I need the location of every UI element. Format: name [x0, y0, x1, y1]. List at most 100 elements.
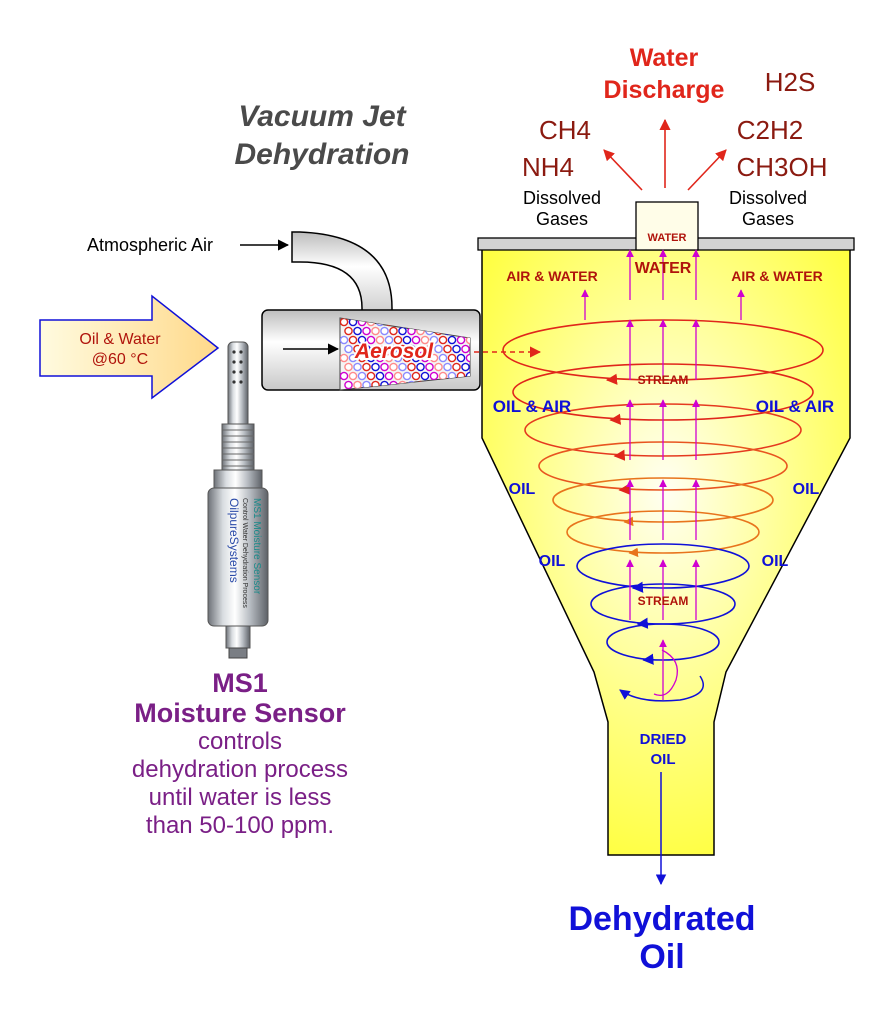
aerosol-droplet — [375, 353, 385, 363]
aerosol-droplet — [348, 335, 358, 345]
aerosol-droplet — [434, 362, 443, 372]
aerosol-droplet — [434, 344, 443, 354]
oil-water-line2: @60 °C — [92, 351, 148, 368]
stream-lower-label: STREAM — [638, 594, 689, 608]
aerosol-droplet — [389, 362, 398, 372]
aerosol-droplet — [375, 335, 385, 345]
aerosol-droplet — [362, 344, 371, 354]
air-water-left-label: AIR & WATER — [506, 268, 598, 284]
aerosol-droplet — [393, 335, 403, 345]
ms1-caption: MS1 Moisture Sensor controls dehydration… — [90, 668, 390, 840]
aerosol-droplet — [447, 353, 457, 363]
oil-air-right-label: OIL & AIR — [756, 397, 834, 416]
aerosol-droplet — [438, 335, 448, 345]
dehydrated-oil-line1: Dehydrated — [568, 900, 755, 938]
oil-right-upper-label: OIL — [793, 481, 820, 498]
aerosol-droplet — [357, 335, 367, 345]
diagram-title-line2: Dehydration — [234, 138, 409, 171]
aerosol-droplet — [393, 353, 403, 363]
aerosol-droplet — [402, 335, 412, 345]
aerosol-droplet — [425, 344, 434, 354]
ms1-caption-title-line2: Moisture Sensor — [134, 698, 346, 728]
dissolved-gases-left-line1: Dissolved — [523, 188, 601, 208]
separator-vessel — [477, 201, 855, 856]
aerosol-label: Aerosol — [354, 340, 434, 363]
aerosol-droplet — [375, 371, 385, 381]
aerosol-droplet — [393, 371, 403, 381]
oil-water-input-arrow — [39, 294, 220, 400]
gas-label-nh4: NH4 — [522, 152, 574, 182]
oil-left-upper-label: OIL — [509, 481, 536, 498]
sensor-body-text-1: MS1 Moisture Sensor — [251, 498, 262, 595]
aerosol-droplet — [344, 326, 353, 336]
aerosol-droplet — [398, 344, 407, 354]
aerosol-droplet — [384, 353, 394, 363]
aerosol-droplet — [416, 362, 425, 372]
aerosol-droplet — [353, 326, 362, 336]
aerosol-droplet — [366, 353, 376, 363]
aerosol-droplet — [357, 353, 367, 363]
stream-upper-label: STREAM — [638, 373, 689, 387]
dried-oil-line1: DRIED — [640, 731, 687, 748]
sensor-body-text-2: Control Water Dehydration Process — [241, 498, 248, 608]
aerosol-droplet — [371, 326, 380, 336]
aerosol-droplet — [353, 380, 362, 390]
dissolved-gases-right-line2: Gases — [742, 209, 794, 229]
aerosol-droplet — [420, 371, 430, 381]
aerosol-droplet — [340, 371, 349, 381]
oil-left-lower-label: OIL — [539, 553, 566, 570]
aerosol-droplet — [389, 344, 398, 354]
aerosol-droplet — [366, 371, 376, 381]
ms1-caption-line: dehydration process — [131, 756, 349, 783]
aerosol-droplet — [402, 371, 412, 381]
aerosol-droplet — [344, 344, 353, 354]
aerosol-droplet — [380, 362, 389, 372]
water-outlet-neck — [635, 201, 699, 251]
aerosol-droplet — [398, 362, 407, 372]
aerosol-droplet — [411, 371, 421, 381]
aerosol-droplet — [407, 344, 416, 354]
aerosol-droplet — [461, 362, 470, 372]
gas-label-ch4: CH4 — [539, 115, 591, 145]
diagram-title-line1: Vacuum Jet — [238, 100, 407, 133]
ms1-caption-line: until water is less — [148, 784, 332, 811]
aerosol-droplet — [443, 362, 452, 372]
oil-water-line1: Oil & Water — [79, 331, 161, 348]
aerosol-droplet — [452, 362, 461, 372]
vessel-water-label: WATER — [635, 260, 692, 277]
aerosol-droplet — [438, 371, 448, 381]
aerosol-droplet — [362, 326, 371, 336]
aerosol-droplet — [380, 326, 389, 336]
aerosol-droplet — [384, 335, 394, 345]
aerosol-droplet — [461, 344, 470, 354]
aerosol-droplet — [362, 362, 371, 372]
gas-label-h2s: H2S — [765, 67, 816, 97]
aerosol-droplet — [353, 344, 362, 354]
dehydrated-oil-line2: Oil — [639, 938, 684, 976]
oil-air-left-label: OIL & AIR — [493, 397, 571, 416]
discharge-arrow-right — [687, 149, 727, 191]
aerosol-droplet — [447, 335, 457, 345]
aerosol-droplet — [366, 335, 376, 345]
aerosol-droplet — [416, 344, 425, 354]
aerosol-droplet — [384, 371, 394, 381]
water-discharge-line2: Discharge — [604, 76, 725, 104]
rising-water-vapor-arrows — [581, 249, 745, 700]
aerosol-droplet — [344, 362, 353, 372]
gas-label-c2h2: C2H2 — [737, 115, 803, 145]
ms1-moisture-sensor: MS1 Moisture Sensor Control Water Dehydr… — [207, 341, 269, 659]
air-water-right-label: AIR & WATER — [731, 268, 823, 284]
aerosol-droplet — [348, 371, 358, 381]
aerosol-droplet — [398, 326, 407, 336]
center-blue-spiral — [619, 675, 704, 702]
aerosol-droplet — [456, 353, 466, 363]
oil-right-lower-label: OIL — [762, 553, 789, 570]
air-intake-pipe — [291, 231, 393, 319]
central-spiral-path — [653, 649, 679, 697]
dissolved-gases-right-line1: Dissolved — [729, 188, 807, 208]
aerosol-droplet — [420, 353, 430, 363]
aerosol-droplet — [420, 335, 430, 345]
aerosol-droplet — [411, 335, 421, 345]
dried-oil-line2: OIL — [651, 751, 676, 768]
